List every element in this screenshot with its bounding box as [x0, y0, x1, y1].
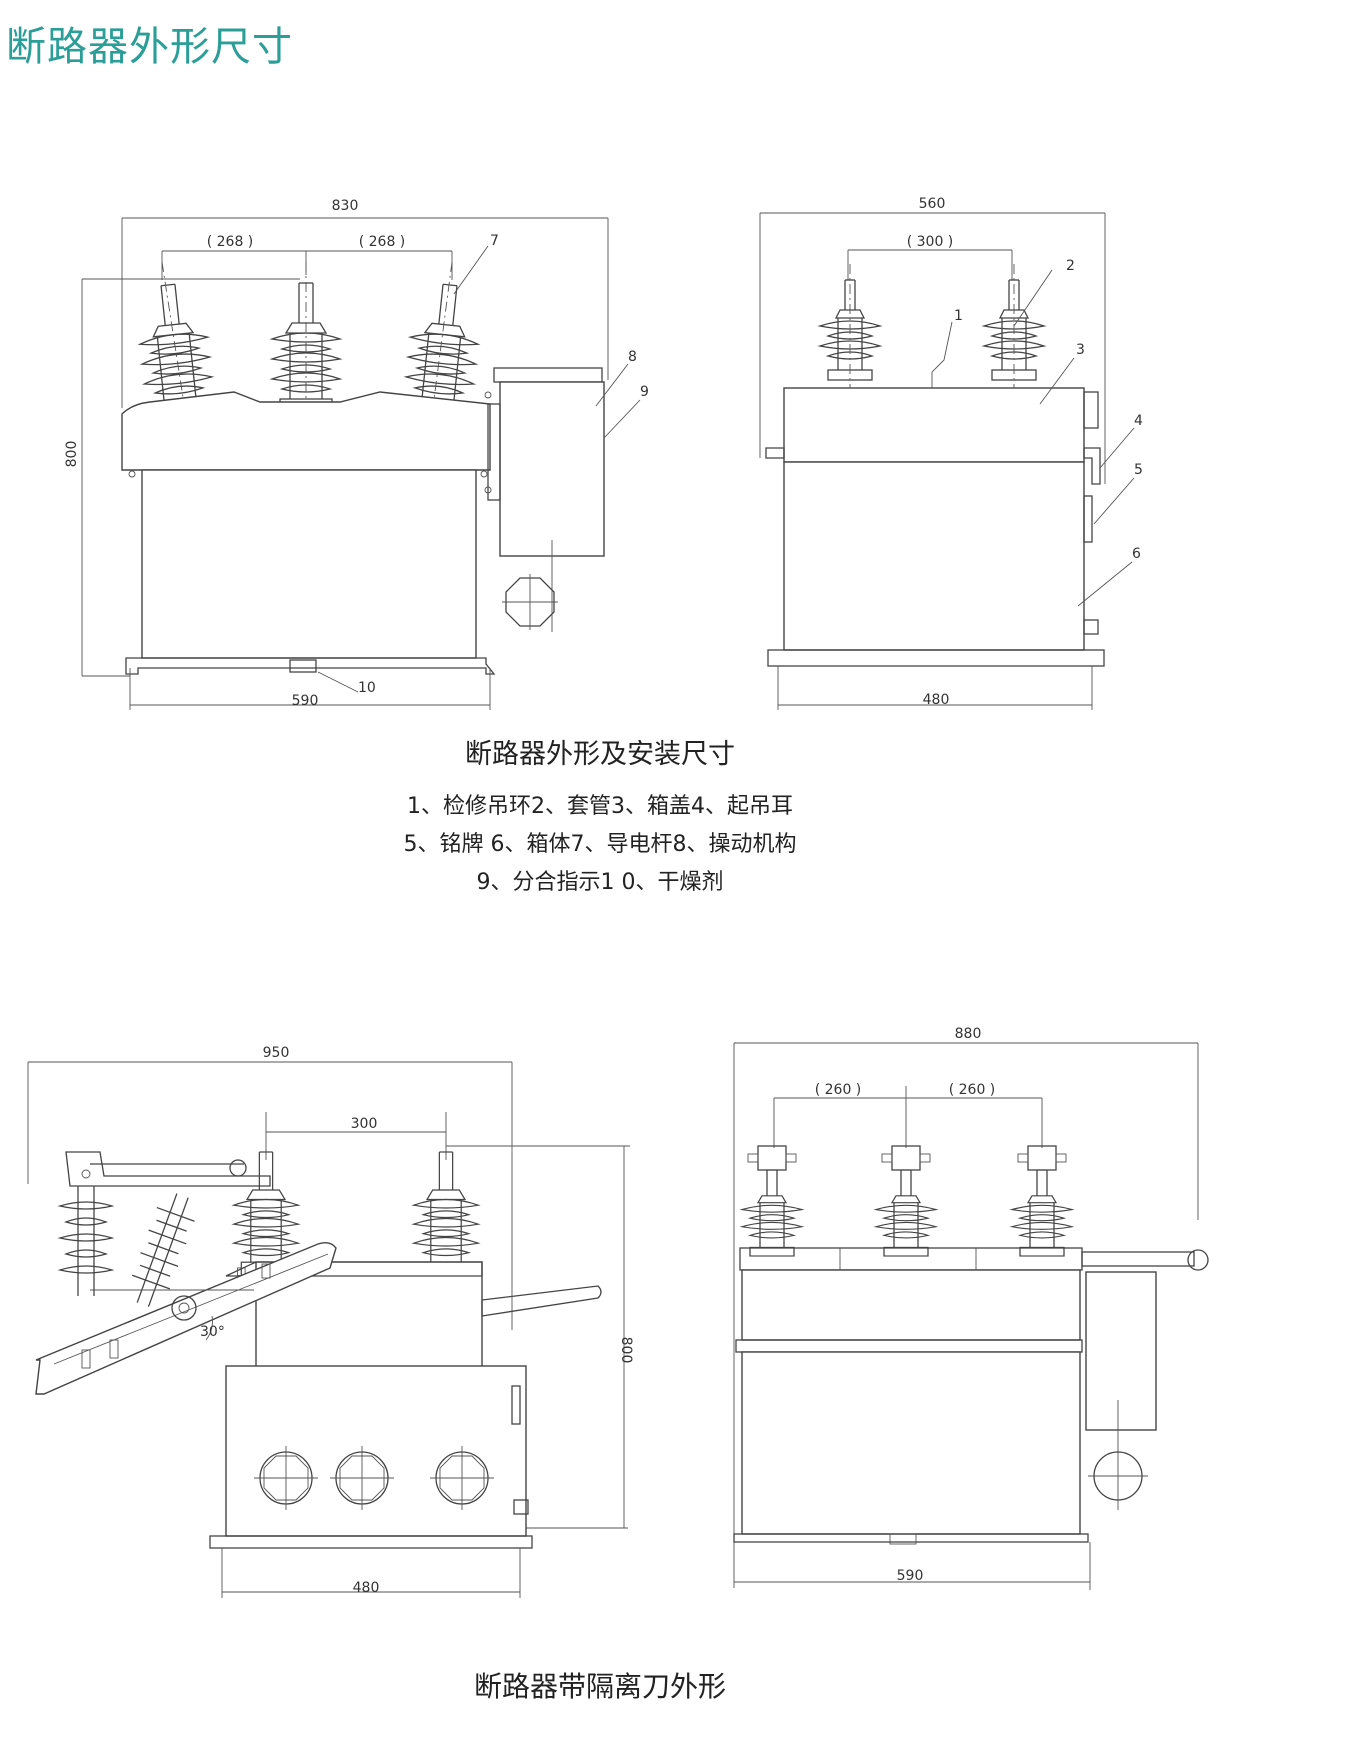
dim-disconnector-front-pitch-right: ( 260 ): [949, 1082, 996, 1098]
dim-front-height: 800: [64, 441, 80, 468]
dim-disconnector-pitch: 300: [351, 1116, 378, 1132]
callout-10: 10: [358, 680, 376, 696]
callout-7: 7: [490, 233, 499, 249]
dim-side-base: 480: [923, 692, 950, 708]
dim-side-pitch: ( 300 ): [907, 234, 954, 250]
dim-disconnector-width: 950: [263, 1045, 290, 1061]
legend-line: 1、检修吊环2、套管3、箱盖4、起吊耳: [407, 794, 793, 819]
callout-6: 6: [1132, 546, 1141, 562]
callout-5: 5: [1134, 462, 1143, 478]
dim-side-width: 560: [919, 196, 946, 212]
dim-disconnector-height: 800: [618, 1337, 634, 1364]
callout-2: 2: [1066, 258, 1075, 274]
dim-front-pitch-left: ( 268 ): [207, 234, 254, 250]
disconnector-side-view-drawing: [27, 1061, 630, 1598]
callout-8: 8: [628, 349, 637, 365]
callout-1: 1: [954, 308, 963, 324]
dim-disconnector-front-pitch-left: ( 260 ): [815, 1082, 862, 1098]
callout-3: 3: [1076, 342, 1085, 358]
front-view-drawing: [81, 217, 641, 710]
legend-line: 9、分合指示1 0、干燥剂: [476, 870, 724, 895]
top-caption: 断路器外形及安装尺寸: [465, 739, 735, 770]
dim-disconnector-front-width: 880: [955, 1026, 982, 1042]
dim-front-base: 590: [292, 693, 319, 709]
dim-front-width: 830: [332, 198, 359, 214]
callout-4: 4: [1134, 413, 1143, 429]
dim-disconnector-base: 480: [353, 1580, 380, 1596]
side-view-drawing: [759, 212, 1135, 710]
bottom-caption: 断路器带隔离刀外形: [473, 1670, 726, 1703]
page-title: 断路器外形尺寸: [6, 24, 293, 70]
dim-front-pitch-right: ( 268 ): [359, 234, 406, 250]
disconnector-front-view-drawing: [733, 1042, 1209, 1590]
callout-9: 9: [640, 384, 649, 400]
angle-label: 30°: [200, 1324, 225, 1340]
dim-disconnector-front-base: 590: [897, 1568, 924, 1584]
legend-line: 5、铭牌 6、箱体7、导电杆8、操动机构: [403, 832, 797, 857]
